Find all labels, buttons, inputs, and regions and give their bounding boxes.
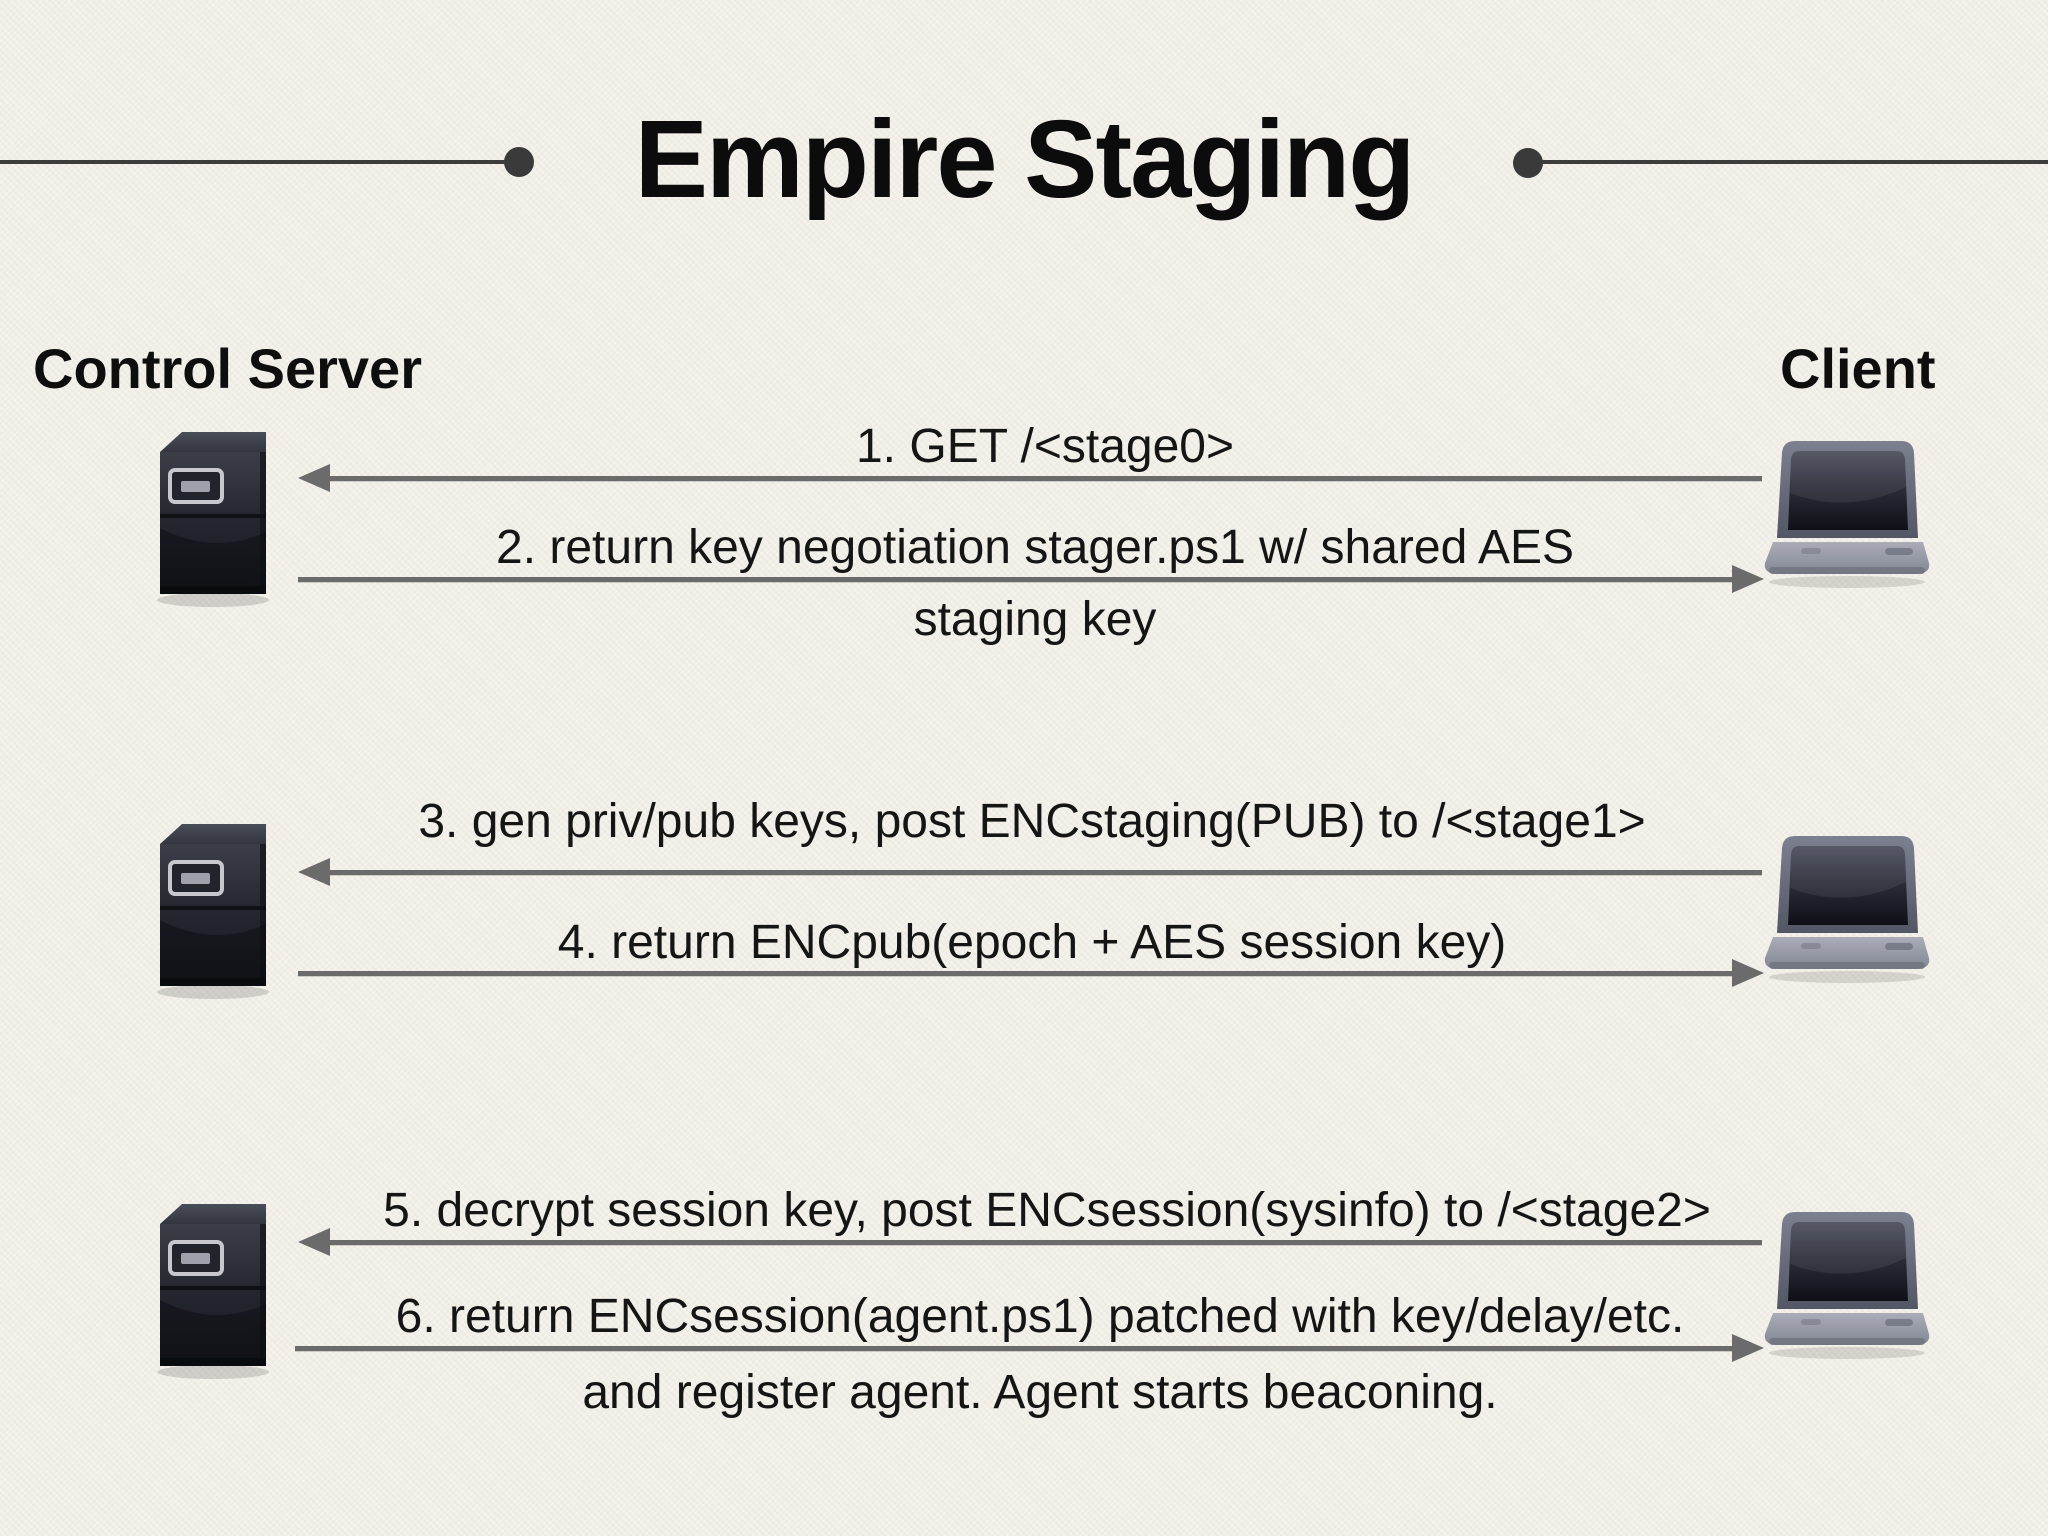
message-5-line xyxy=(328,1240,1762,1245)
message-5-label: 5. decrypt session key, post ENCsession(… xyxy=(383,1184,1711,1237)
server-tower-icon xyxy=(157,1204,269,1379)
laptop-icon xyxy=(1764,836,1930,983)
actor-label-control-server: Control Server xyxy=(33,337,422,400)
arrowhead-right-icon xyxy=(1732,959,1764,987)
message-3-line xyxy=(328,870,1762,875)
message-4-label: 4. return ENCpub(epoch + AES session key… xyxy=(557,916,1507,969)
title-rule-left xyxy=(0,160,505,164)
title-rule-right xyxy=(1542,160,2048,164)
title-dot-right xyxy=(1513,148,1543,178)
title-dot-left xyxy=(504,147,534,177)
message-2-line xyxy=(298,577,1732,582)
message-2-label: 2. return key negotiation stager.ps1 w/ … xyxy=(496,521,1574,574)
message-6-label: 6. return ENCsession(agent.ps1) patched … xyxy=(395,1290,1685,1343)
actor-label-client: Client xyxy=(1780,337,1936,400)
message-6-label-below: and register agent. Agent starts beaconi… xyxy=(582,1366,1498,1419)
message-2-label-below: staging key xyxy=(913,593,1157,646)
message-1-line xyxy=(328,476,1762,481)
page-title: Empire Staging xyxy=(634,98,1416,221)
arrowhead-left-icon xyxy=(298,858,330,886)
arrowhead-left-icon xyxy=(298,464,330,492)
arrowhead-right-icon xyxy=(1732,1334,1764,1362)
message-3-label: 3. gen priv/pub keys, post ENCstaging(PU… xyxy=(418,795,1646,848)
message-6-line xyxy=(295,1346,1732,1351)
arrowhead-right-icon xyxy=(1732,565,1764,593)
laptop-icon xyxy=(1764,1212,1930,1359)
server-tower-icon xyxy=(157,824,269,999)
message-4-line xyxy=(298,971,1732,976)
arrowhead-left-icon xyxy=(298,1228,330,1256)
server-tower-icon xyxy=(157,432,269,607)
laptop-icon xyxy=(1764,441,1930,588)
message-1-label: 1. GET /<stage0> xyxy=(855,420,1235,473)
